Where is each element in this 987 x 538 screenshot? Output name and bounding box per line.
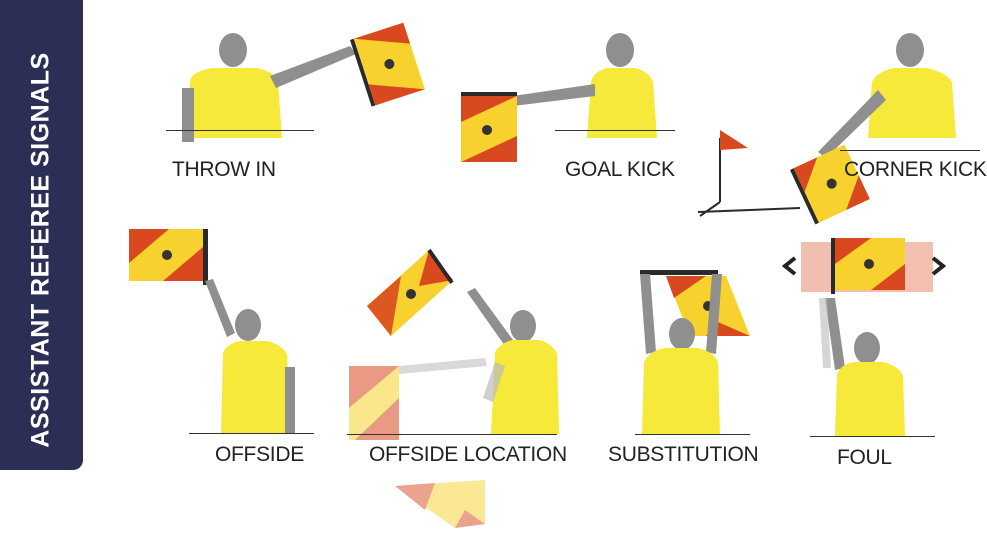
- signal-substitution: SUBSTITUTION: [600, 262, 765, 472]
- label-substitution: SUBSTITUTION: [608, 443, 759, 466]
- offside-location-figure: [349, 248, 559, 528]
- label-foul: FOUL: [837, 446, 892, 469]
- signal-offside-location: OFFSIDE LOCATION: [345, 240, 575, 535]
- label-throw-in: THROW IN: [172, 158, 276, 181]
- signal-offside: OFFSIDE: [125, 215, 325, 475]
- offside-figure: [129, 229, 295, 433]
- label-offside: OFFSIDE: [215, 443, 304, 466]
- divider: [810, 436, 935, 437]
- throw-in-figure: [182, 22, 425, 142]
- foul-figure: [781, 238, 947, 436]
- divider: [635, 434, 750, 435]
- signal-foul: FOUL: [775, 228, 975, 473]
- label-goal-kick: GOAL KICK: [565, 158, 675, 181]
- divider: [166, 130, 314, 131]
- label-corner-kick: CORNER KICK: [844, 158, 987, 181]
- goal-kick-figure: [461, 33, 657, 162]
- corner-kick-figure: [697, 33, 956, 225]
- divider: [347, 434, 557, 435]
- signal-throw-in: THROW IN: [160, 20, 430, 190]
- label-offside-location: OFFSIDE LOCATION: [369, 443, 567, 466]
- sidebar: ASSISTANT REFEREE SIGNALS: [0, 0, 83, 470]
- sidebar-title: ASSISTANT REFEREE SIGNALS: [26, 52, 55, 448]
- divider: [189, 433, 314, 434]
- divider: [555, 130, 675, 131]
- signal-corner-kick: CORNER KICK: [690, 20, 987, 225]
- signal-goal-kick: GOAL KICK: [455, 20, 675, 190]
- divider: [840, 150, 980, 151]
- substitution-figure: [640, 270, 750, 434]
